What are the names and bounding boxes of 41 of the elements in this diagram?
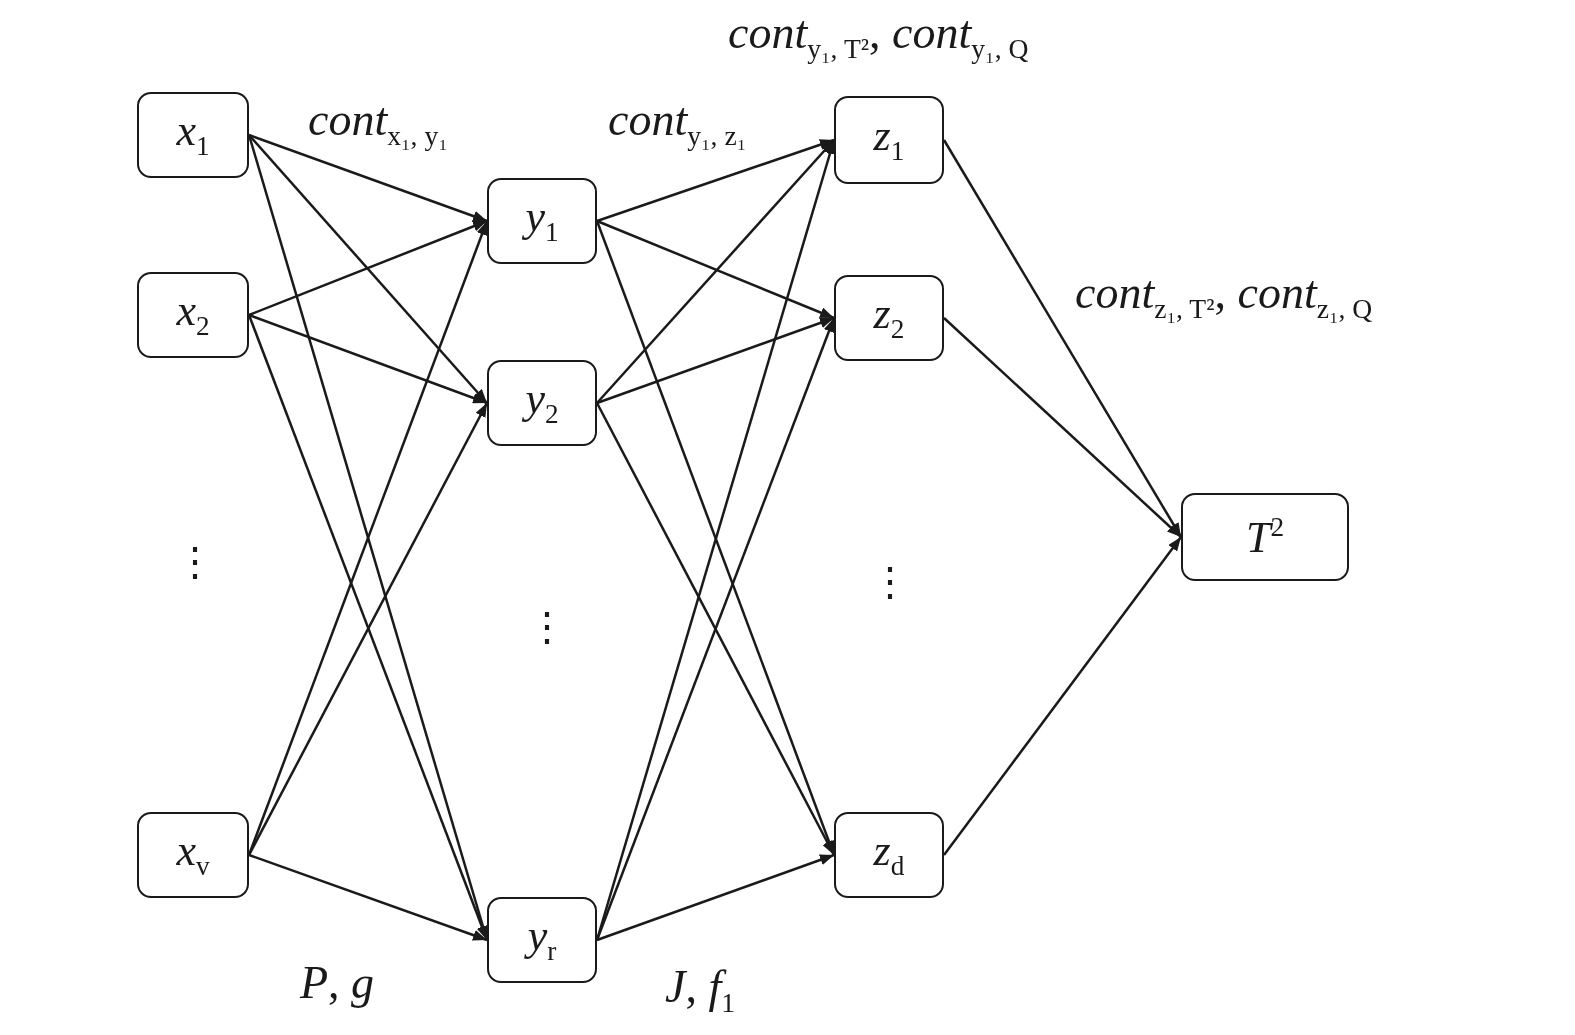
connection-label: cont$_{x₁, y₁}$	[308, 95, 448, 152]
node-box	[137, 272, 249, 358]
node-box	[834, 96, 944, 184]
node-box	[834, 812, 944, 898]
arrow	[596, 139, 835, 404]
node-box	[487, 897, 597, 983]
connection-label: J, f$_{1}$	[665, 962, 735, 1019]
ellipsis: ⋮	[175, 540, 215, 584]
node-label: z$_{2}$	[873, 292, 905, 344]
node-label: x$_{1}$	[176, 109, 210, 161]
node-label: z$_{d}$	[873, 829, 905, 881]
arrow	[248, 219, 488, 317]
arrow	[595, 402, 836, 856]
arrow	[943, 536, 1182, 856]
arrow	[248, 134, 488, 404]
arrow	[596, 316, 835, 405]
node-label: z$_{1}$	[873, 114, 905, 166]
node-box	[137, 812, 249, 898]
connection-label: cont$_{z₁, T²}$, cont$_{z₁, Q}$	[1075, 268, 1373, 325]
connection-label: cont$_{y₁, z₁}$	[608, 95, 747, 152]
node-label: x$_{2}$	[176, 289, 210, 341]
node-box	[137, 92, 249, 178]
connection-label: cont$_{y₁, T²}$, cont$_{y₁, Q}$	[728, 8, 1029, 65]
arrow	[248, 853, 488, 942]
arrow	[596, 138, 835, 223]
arrow	[596, 219, 835, 320]
node-box	[487, 178, 597, 264]
node-box	[834, 275, 944, 361]
node-label: T$^{2}$	[1245, 514, 1285, 560]
ellipsis: ⋮	[870, 560, 910, 604]
arrow	[595, 317, 836, 941]
arrow	[248, 133, 488, 223]
ellipsis: ⋮	[527, 605, 567, 649]
connection-label: P, g	[300, 958, 375, 1009]
node-box	[487, 360, 597, 446]
arrow	[596, 853, 835, 942]
arrow	[247, 402, 489, 856]
arrow	[248, 313, 488, 405]
node-label: x$_{v}$	[176, 829, 210, 881]
arrow	[943, 317, 1182, 538]
node-box	[1181, 493, 1349, 581]
